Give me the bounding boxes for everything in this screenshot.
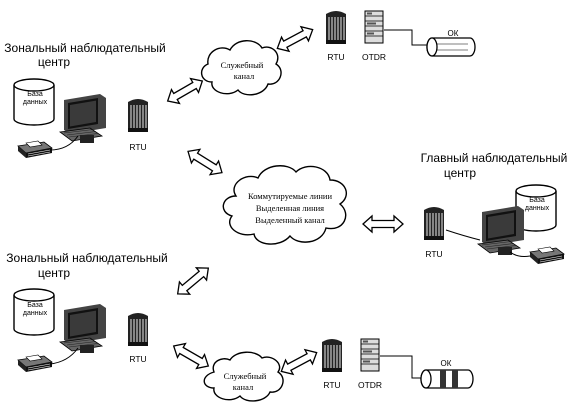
database-label-line2: данных <box>23 99 48 106</box>
link-arrow-network-to-main <box>362 215 404 233</box>
rtu-label: RTU <box>129 354 146 364</box>
service-channel-top-line2: канал <box>234 71 255 81</box>
fiber-label: ОК <box>441 359 452 368</box>
fiber-cable-icon <box>420 369 474 389</box>
remote-site-bottom: RTU OTDR ОК <box>321 338 474 390</box>
link-arrow-service-to-remote-bottom <box>276 344 322 380</box>
link-arrow-bottom-zonal-to-service <box>169 338 213 374</box>
workstation-icon <box>477 205 525 256</box>
zonal-center-bottom-title-line1: Зональный наблюдательный <box>6 251 167 265</box>
database-label-line1: База <box>27 302 43 309</box>
main-center-title-line1: Главный наблюдательный <box>421 151 568 165</box>
printer-icon <box>529 246 565 265</box>
link-arrow-service-to-remote-top <box>272 21 318 57</box>
printer-cable <box>49 347 79 365</box>
zonal-center-bottom-title-line2: центр <box>38 266 71 280</box>
rtu-icon <box>127 312 149 347</box>
link-arrow-top-zonal-to-network <box>183 143 227 181</box>
link-arrow-top-zonal-to-service <box>163 73 207 109</box>
rtu-label: RTU <box>425 249 442 259</box>
printer-icon <box>17 354 53 373</box>
service-channel-top-cloud: Служебный канал <box>201 40 282 96</box>
service-channel-bottom-line1: Служебный <box>224 371 267 381</box>
otdr-icon <box>364 10 384 44</box>
fiber-line <box>384 29 432 46</box>
otdr-label: OTDR <box>358 380 382 390</box>
main-center: Главный наблюдательный центр База данных… <box>421 151 568 265</box>
otdr-icon <box>360 338 380 372</box>
main-center-title-line2: центр <box>444 166 477 180</box>
fiber-cable-icon <box>426 37 476 57</box>
zonal-center-top-title-line1: Зональный наблюдательный <box>4 41 165 55</box>
link-arrow-bottom-zonal-to-network <box>171 261 215 301</box>
database-label-line1: База <box>27 91 43 98</box>
service-channel-bottom-line2: канал <box>233 382 254 392</box>
rtu-icon <box>321 338 343 373</box>
rtu-icon <box>423 206 445 241</box>
rtu-label: RTU <box>129 142 146 152</box>
otdr-label: OTDR <box>362 52 386 62</box>
central-network-line2: Выделенная линия <box>256 203 324 213</box>
service-channel-bottom-cloud: Служебный канал <box>203 351 284 402</box>
printer-icon <box>17 140 53 159</box>
database-label-line1: База <box>529 197 545 204</box>
printer-cable <box>509 251 531 257</box>
central-network-cloud: Коммутируемые линии Выделенная линия Выд… <box>222 165 348 245</box>
central-network-line3: Выделенный канал <box>255 215 325 225</box>
database-label-line2: данных <box>23 310 48 317</box>
zonal-center-top-title-line2: центр <box>38 55 71 69</box>
central-network-line1: Коммутируемые линии <box>248 191 333 201</box>
fiber-label: ОК <box>448 29 459 38</box>
rtu-cable <box>445 229 481 241</box>
workstation-icon <box>59 93 107 144</box>
database-label-line2: данных <box>525 205 550 212</box>
workstation-icon <box>59 303 107 354</box>
service-channel-top-line1: Служебный <box>221 60 264 70</box>
fiber-line <box>380 355 426 379</box>
remote-site-top: RTU OTDR ОК <box>325 10 476 62</box>
rtu-icon <box>325 10 347 45</box>
rtu-label: RTU <box>323 380 340 390</box>
rtu-label: RTU <box>327 52 344 62</box>
rtu-icon <box>127 98 149 133</box>
printer-cable <box>49 135 79 151</box>
zonal-center-top: Зональный наблюдательный центр База данн… <box>4 41 166 159</box>
zonal-center-bottom: Зональный наблюдательный центр База данн… <box>6 251 168 373</box>
